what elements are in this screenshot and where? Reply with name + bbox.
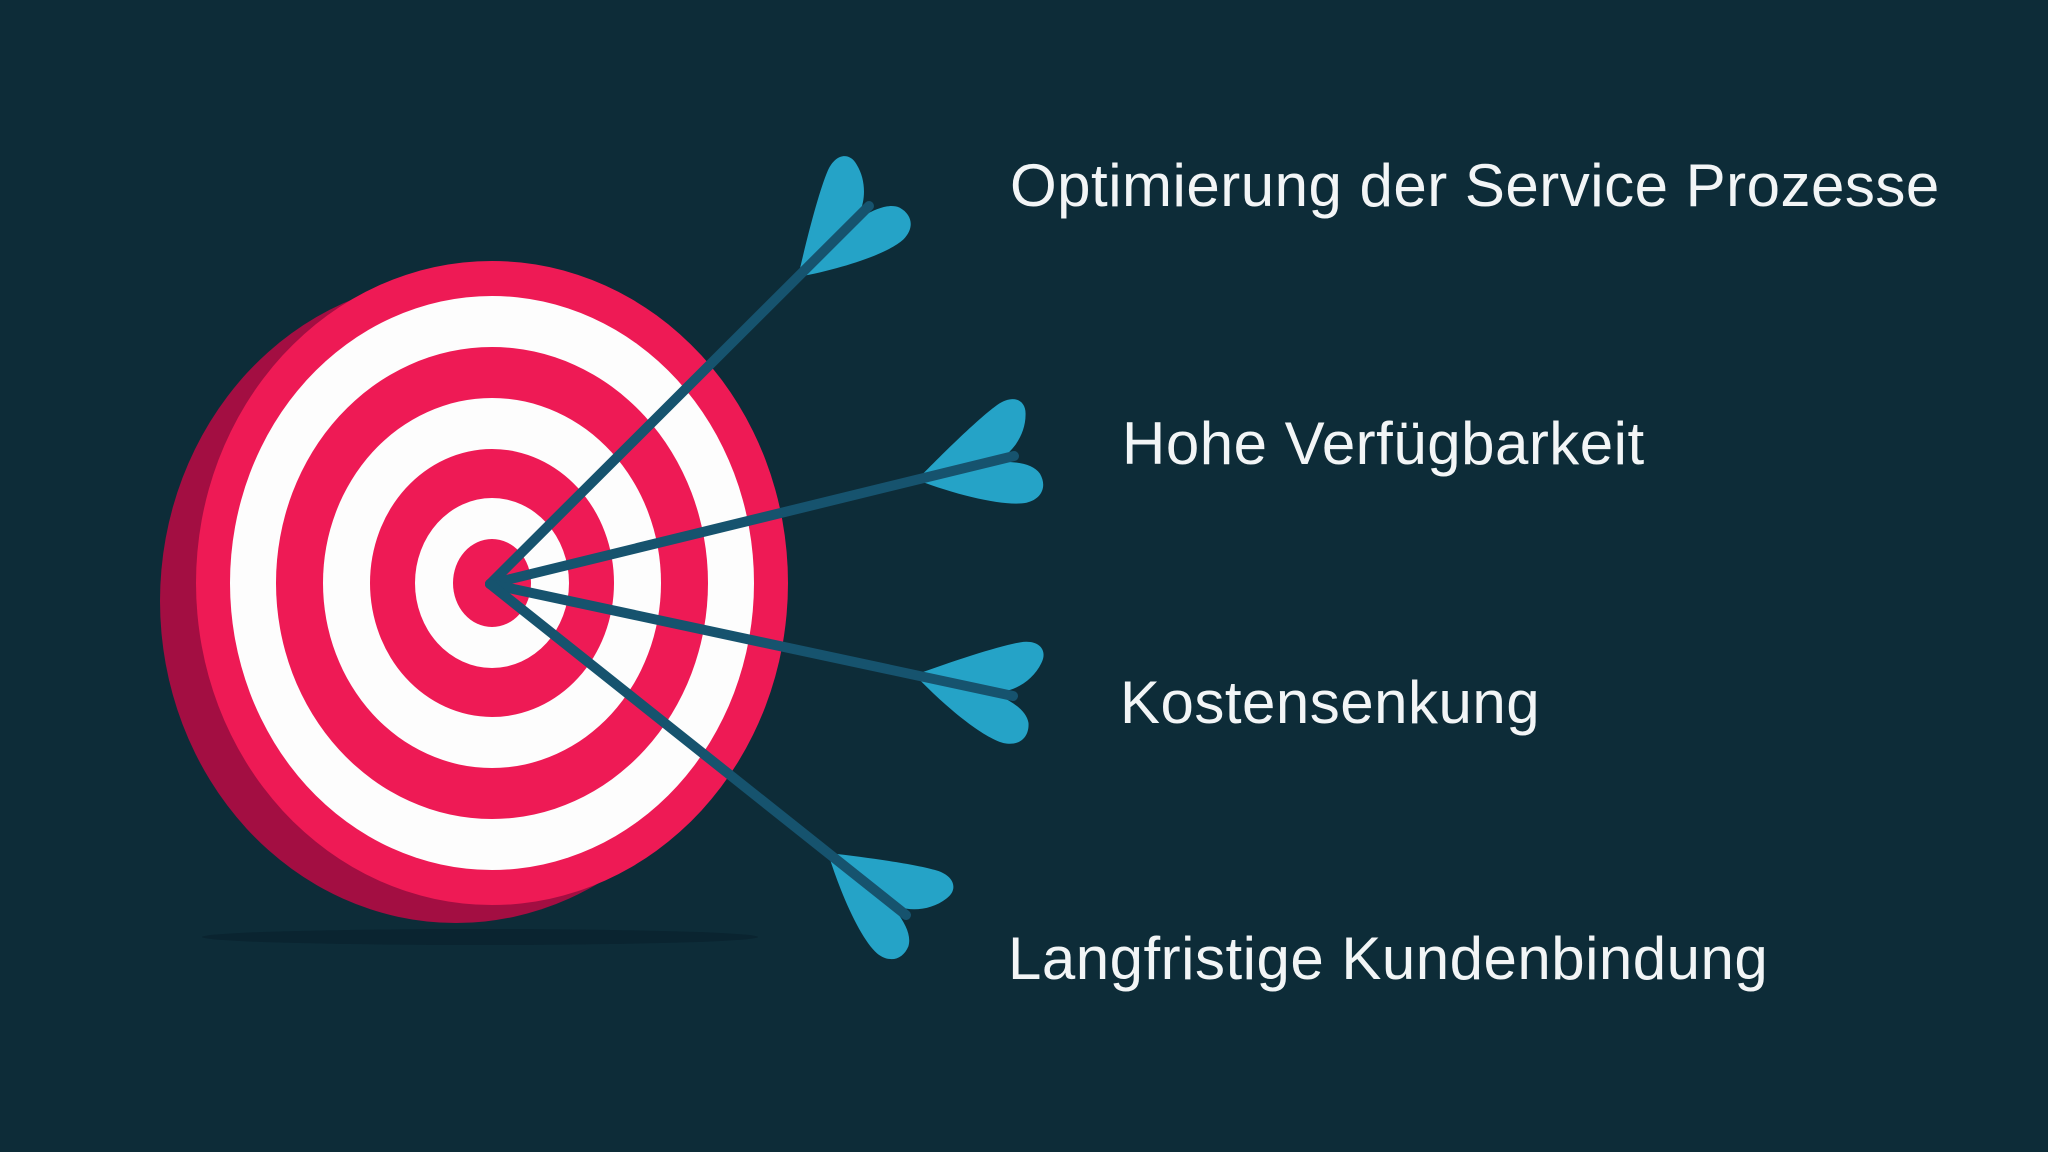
- arrow-2: [485, 399, 1044, 589]
- label-langfristige-kundenbindung: Langfristige Kundenbindung: [1008, 925, 1769, 992]
- label-hohe-verfuegbarkeit: Hohe Verfügbarkeit: [1122, 410, 1645, 477]
- arrow-3: [485, 579, 1044, 744]
- arrow-1: [485, 156, 911, 589]
- arrow-4: [485, 579, 954, 960]
- arrow-shaft: [485, 451, 1019, 589]
- arrow-shaft: [485, 579, 911, 920]
- arrow-shaft: [485, 201, 874, 589]
- arrow-fletching-icon: [917, 399, 1044, 504]
- arrow-shaft: [485, 579, 1018, 701]
- label-optimierung-service-prozesse: Optimierung der Service Prozesse: [1010, 152, 1940, 219]
- target-shadow: [202, 929, 758, 945]
- label-kostensenkung: Kostensenkung: [1120, 669, 1541, 736]
